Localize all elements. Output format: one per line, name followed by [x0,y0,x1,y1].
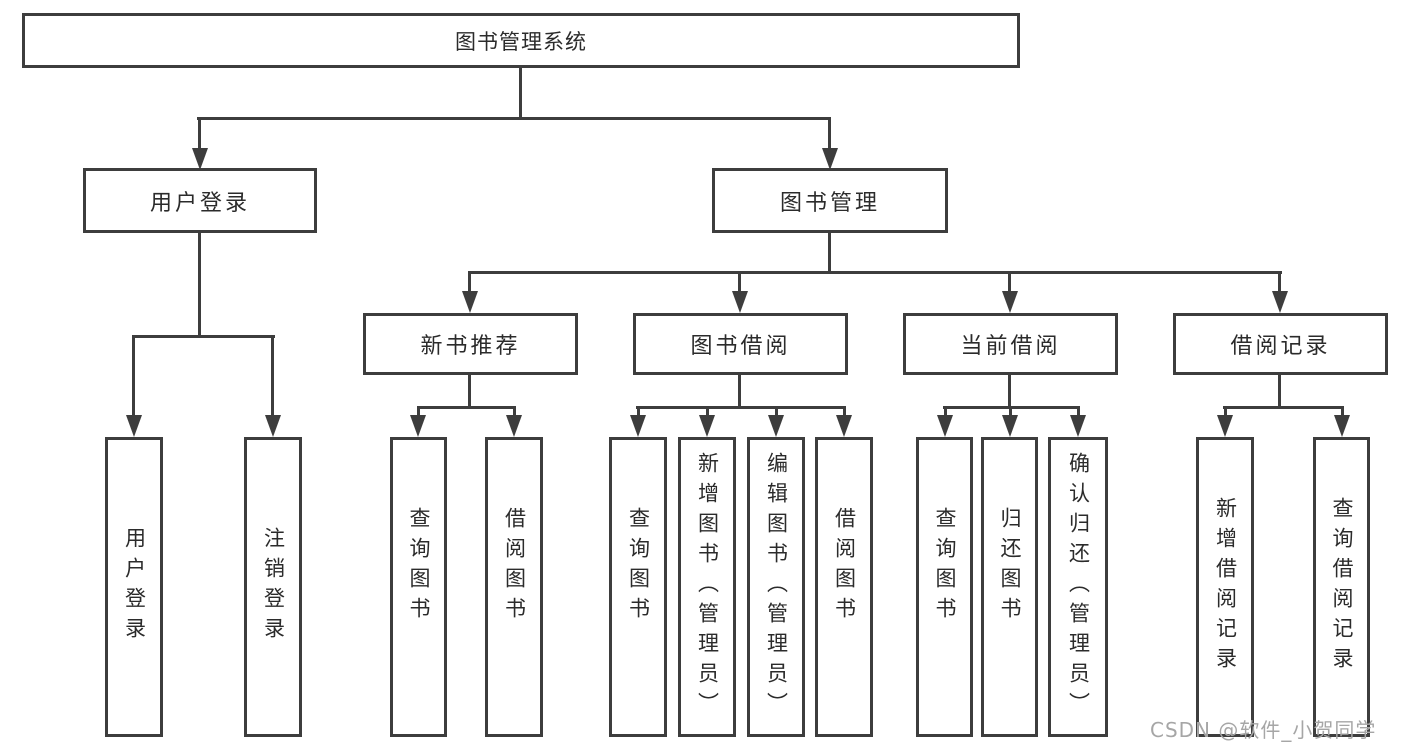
connector-borrowing-leaf3-shaft [775,406,778,420]
leaf-logout-label: 注销登录 [261,527,286,647]
arrowhead-borrowing-leaf2 [699,415,715,437]
leaf-query-books-1-label: 查询图书 [407,507,431,627]
connector-records-hline [1223,406,1344,409]
arrowhead-newbook [462,291,478,313]
connector-newbook-stem [468,375,471,408]
connector-borrowing-leaf1-shaft [637,406,640,420]
leaf-add-borrow-record: 新增借阅记录 [1196,437,1254,737]
connector-current-leaf3-shaft [1077,406,1080,420]
arrowhead-records-leaf1 [1217,415,1233,437]
leaf-query-books-3-label: 查询图书 [933,507,957,627]
connector-records-shaft [1278,271,1281,295]
arrowhead-current [1002,291,1018,313]
arrowhead-records-leaf2 [1334,415,1350,437]
arrowhead-borrowing [732,291,748,313]
connector-newbook-leaf2-shaft [513,406,516,420]
leaf-add-book-admin-label: 新增图书（管理员） [695,452,720,722]
leaf-query-books-3: 查询图书 [916,437,973,737]
arrowhead-newbook-leaf1 [410,415,426,437]
leaf-query-borrow-record-label: 查询借阅记录 [1330,497,1354,677]
leaf-borrow-books-2-label: 借阅图书 [832,507,857,627]
connector-mgmt-stem [828,233,831,273]
node-library-system: 图书管理系统 [22,13,1020,68]
leaf-query-borrow-record: 查询借阅记录 [1313,437,1370,737]
connector-borrowing-hline [636,406,846,409]
node-book-borrowing: 图书借阅 [633,313,848,375]
arrowhead-borrowing-leaf1 [630,415,646,437]
arrowhead-current-leaf2 [1002,415,1018,437]
connector-borrowing-stem [738,375,741,408]
leaf-query-books-1: 查询图书 [390,437,447,737]
node-new-book-recommend: 新书推荐 [363,313,578,375]
node-borrowing-records: 借阅记录 [1173,313,1388,375]
connector-newbook-leaf1-shaft [417,406,420,420]
connector-borrowing-leaf2-shaft [706,406,709,420]
leaf-edit-book-admin: 编辑图书（管理员） [747,437,805,737]
leaf-return-books-label: 归还图书 [998,507,1022,627]
connector-current-stem [1008,375,1011,408]
leaf-query-books-2-label: 查询图书 [626,507,651,627]
leaf-return-books: 归还图书 [981,437,1038,737]
node-borrowing-records-label: 借阅记录 [1230,334,1331,359]
arrowhead-login-leaf2 [265,415,281,437]
connector-login-leaf1-shaft [132,335,135,420]
connector-current-shaft [1008,271,1011,295]
leaf-confirm-return-admin: 确认归还（管理员） [1048,437,1108,737]
node-current-borrowing-label: 当前借阅 [960,334,1061,359]
connector-book-mgmt-shaft [828,117,831,152]
leaf-borrow-books-1-label: 借阅图书 [502,507,527,627]
connector-current-leaf1-shaft [944,406,947,420]
arrowhead-current-leaf1 [937,415,953,437]
leaf-borrow-books-1: 借阅图书 [485,437,543,737]
leaf-user-login: 用户登录 [105,437,163,737]
connector-login-stem [198,233,201,338]
connector-newbook-hline [417,406,516,409]
leaf-user-login-label: 用户登录 [122,527,147,647]
connector-user-login-shaft [198,117,201,152]
arrowhead-newbook-leaf2 [506,415,522,437]
node-book-management-label: 图书管理 [779,190,880,216]
connector-login-hline [132,335,275,338]
leaf-query-books-2: 查询图书 [609,437,667,737]
connector-current-leaf2-shaft [1009,406,1012,420]
connector-records-leaf2-shaft [1341,406,1344,420]
node-book-borrowing-label: 图书借阅 [690,334,791,359]
leaf-borrow-books-2: 借阅图书 [815,437,873,737]
arrowhead-book-mgmt [822,148,838,170]
arrowhead-borrowing-leaf4 [836,415,852,437]
node-library-system-label: 图书管理系统 [455,29,587,54]
arrowhead-current-leaf3 [1070,415,1086,437]
leaf-logout: 注销登录 [244,437,302,737]
csdn-watermark: CSDN @软件_小贺同学 [1150,718,1377,742]
arrowhead-login-leaf1 [126,415,142,437]
leaf-confirm-return-admin-label: 确认归还（管理员） [1066,452,1091,722]
node-user-login-label: 用户登录 [149,190,250,216]
arrowhead-records [1272,291,1288,313]
connector-root-stem [519,68,522,120]
connector-mgmt-hline [468,271,1282,274]
leaf-add-book-admin: 新增图书（管理员） [678,437,736,737]
arrowhead-borrowing-leaf3 [768,415,784,437]
connector-borrowing-shaft [738,271,741,295]
connector-newbook-shaft [468,271,471,295]
node-user-login: 用户登录 [83,168,317,233]
connector-login-leaf2-shaft [271,335,274,420]
leaf-add-borrow-record-label: 新增借阅记录 [1213,497,1238,677]
leaf-edit-book-admin-label: 编辑图书（管理员） [764,452,789,722]
connector-root-hline [197,117,831,120]
arrowhead-user-login [192,148,208,170]
node-current-borrowing: 当前借阅 [903,313,1118,375]
connector-records-leaf1-shaft [1224,406,1227,420]
node-new-book-recommend-label: 新书推荐 [420,334,521,359]
connector-borrowing-leaf4-shaft [843,406,846,420]
node-book-management: 图书管理 [712,168,948,233]
connector-records-stem [1278,375,1281,408]
